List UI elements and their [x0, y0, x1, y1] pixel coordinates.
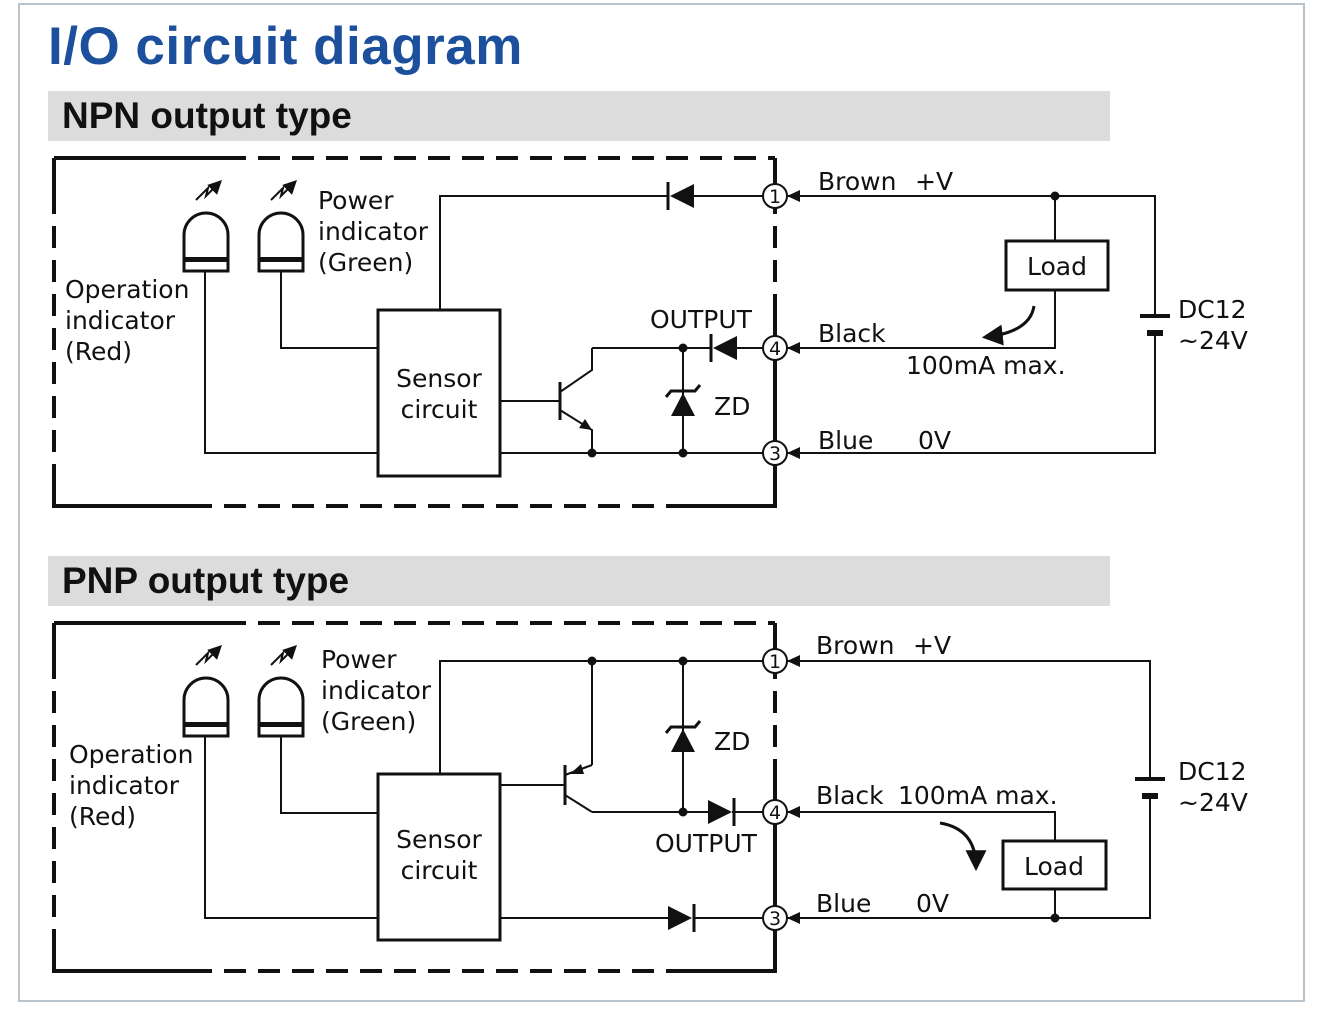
- pnp-output-label: OUTPUT: [655, 829, 758, 858]
- pnp-zener-label: ZD: [714, 727, 750, 756]
- npn-output-diode-icon: [709, 334, 737, 362]
- pnp-brown-label: Brown: [816, 631, 894, 660]
- npn-terminal-1: 1: [762, 183, 788, 209]
- npn-supply-line-2: ~24V: [1178, 326, 1248, 355]
- pnp-load-label: Load: [1024, 852, 1084, 881]
- pnp-operation-indicator-label-1: Operation: [69, 740, 193, 769]
- pnp-blue-label: Blue: [816, 889, 871, 918]
- pnp-current-arrow-icon: [939, 821, 987, 872]
- pnp-sensor-circuit-label-1: Sensor: [396, 825, 482, 854]
- pnp-operation-led-icon: [182, 645, 230, 738]
- svg-text:3: 3: [769, 443, 781, 465]
- pnp-power-indicator-label-2: indicator: [321, 676, 432, 705]
- svg-text:1: 1: [769, 186, 781, 208]
- pnp-operation-indicator-label-2: indicator: [69, 771, 180, 800]
- npn-operation-indicator-label-3: (Red): [65, 337, 132, 366]
- pnp-heading: PNP output type: [62, 560, 350, 601]
- pnp-zero-v-label: 0V: [916, 889, 949, 918]
- npn-supply-line-1: DC12: [1178, 295, 1247, 324]
- page-title: I/O circuit diagram: [48, 17, 523, 76]
- pnp-current-label: 100mA max.: [898, 781, 1058, 810]
- npn-wiring: [204, 195, 1156, 454]
- npn-sensor-circuit-label-1: Sensor: [396, 364, 482, 393]
- pnp-wiring: [204, 660, 1151, 919]
- pnp-transistor-icon: [563, 764, 593, 813]
- pnp-operation-indicator-label-3: (Red): [69, 802, 136, 831]
- pnp-output-diode-icon: [708, 798, 736, 826]
- pnp-power-indicator-label-3: (Green): [321, 707, 416, 736]
- svg-text:3: 3: [769, 908, 781, 930]
- pnp-supply-line-1: DC12: [1178, 757, 1247, 786]
- pnp-zener-diode-icon: [664, 720, 702, 752]
- npn-transistor-icon: [558, 348, 593, 453]
- page-frame: [18, 3, 1305, 1002]
- npn-current-label: 100mA max.: [906, 351, 1066, 380]
- pnp-plus-v-label: +V: [913, 631, 951, 660]
- pnp-power-led-icon: [257, 645, 305, 738]
- npn-zero-v-label: 0V: [918, 426, 951, 455]
- npn-power-diode-icon: [666, 182, 694, 210]
- npn-power-indicator-label-2: indicator: [318, 217, 429, 246]
- npn-plus-v-label: +V: [915, 167, 953, 196]
- pnp-heading-band: PNP output type: [48, 556, 1110, 606]
- pnp-sensor-enclosure: [52, 621, 777, 973]
- npn-sensor-circuit-block: [376, 308, 502, 478]
- npn-power-led-icon: [257, 180, 305, 273]
- npn-load-label: Load: [1027, 252, 1087, 281]
- npn-terminal-4: 4: [762, 335, 788, 361]
- npn-terminal-3: 3: [762, 440, 788, 466]
- npn-brown-label: Brown: [818, 167, 896, 196]
- pnp-black-label: Black: [816, 781, 884, 810]
- npn-power-indicator-label-1: Power: [318, 186, 394, 215]
- svg-text:4: 4: [769, 338, 781, 360]
- npn-blue-label: Blue: [818, 426, 873, 455]
- npn-heading-band: NPN output type: [48, 91, 1110, 141]
- pnp-supply-line-2: ~24V: [1178, 788, 1248, 817]
- npn-battery-icon: [1140, 314, 1170, 336]
- pnp-terminal-1: 1: [762, 648, 788, 674]
- npn-output-label: OUTPUT: [650, 305, 753, 334]
- npn-sensor-circuit-label-2: circuit: [401, 395, 478, 424]
- pnp-load-box: [1001, 839, 1108, 891]
- npn-operation-led-icon: [182, 180, 230, 273]
- svg-text:1: 1: [769, 651, 781, 673]
- pnp-terminal-3: 3: [762, 905, 788, 931]
- npn-zener-label: ZD: [714, 392, 750, 421]
- svg-text:4: 4: [769, 802, 781, 824]
- pnp-circuit-diagram: ZD 1 4 3 Load DC12 ~24V Power indicator …: [52, 621, 1248, 973]
- npn-black-label: Black: [818, 319, 886, 348]
- pnp-power-indicator-label-1: Power: [321, 645, 397, 674]
- pnp-battery-icon: [1135, 777, 1165, 799]
- npn-load-box: [1004, 239, 1110, 292]
- npn-operation-indicator-label-1: Operation: [65, 275, 189, 304]
- npn-current-arrow-icon: [981, 305, 1036, 346]
- pnp-sensor-circuit-label-2: circuit: [401, 856, 478, 885]
- npn-heading: NPN output type: [62, 95, 352, 136]
- pnp-terminal-4: 4: [762, 799, 788, 825]
- npn-circuit-diagram: ZD 1 4 3 Load DC12 ~24V Power indicator …: [52, 156, 1248, 508]
- npn-zener-diode-icon: [664, 384, 702, 416]
- pnp-ground-diode-icon: [668, 904, 696, 932]
- npn-power-indicator-label-3: (Green): [318, 248, 413, 277]
- npn-operation-indicator-label-2: indicator: [65, 306, 176, 335]
